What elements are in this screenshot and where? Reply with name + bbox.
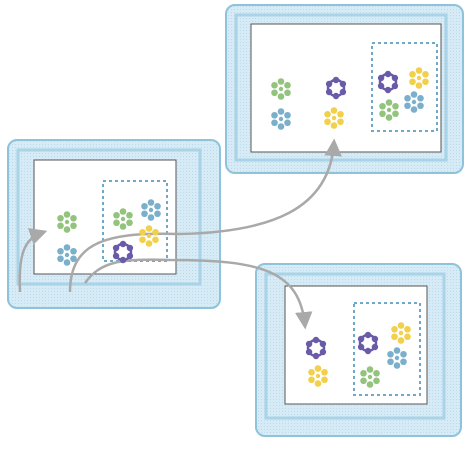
- flower-green: [360, 366, 380, 388]
- flower-yellow: [139, 225, 159, 247]
- flowers-layer: [57, 67, 429, 388]
- flower-blue: [57, 244, 77, 266]
- flower-purple-ring: [305, 336, 327, 360]
- panel-inner-frame: [16, 148, 202, 286]
- arrows-layer: [18, 138, 342, 330]
- flower-green: [271, 78, 291, 100]
- arrow-to-source-flower: [18, 228, 48, 293]
- selection-box: [371, 42, 438, 132]
- flower-yellow: [324, 107, 344, 129]
- flower-green: [113, 208, 133, 230]
- flower-blue: [404, 91, 424, 113]
- flower-yellow: [391, 322, 411, 344]
- panel-canvas: [33, 159, 177, 275]
- selection-box: [353, 302, 421, 396]
- flower-purple-ring: [377, 70, 399, 94]
- flower-blue: [387, 347, 407, 369]
- flower-purple-ring: [112, 240, 134, 264]
- flower-purple-ring: [357, 331, 379, 355]
- panel-inner-frame: [264, 272, 446, 420]
- arrow-to-top-panel: [68, 138, 342, 293]
- flower-yellow: [409, 67, 429, 89]
- flower-yellow: [308, 365, 328, 387]
- flower-blue: [271, 108, 291, 130]
- flower-purple-ring: [325, 76, 347, 100]
- panels-layer: [7, 4, 464, 437]
- result-panel-bottom: [255, 263, 462, 437]
- flower-green: [379, 99, 399, 121]
- flower-blue: [141, 199, 161, 221]
- arrow-to-bottom-panel: [83, 258, 313, 330]
- flower-green: [57, 211, 77, 233]
- panel-inner-frame: [234, 13, 448, 162]
